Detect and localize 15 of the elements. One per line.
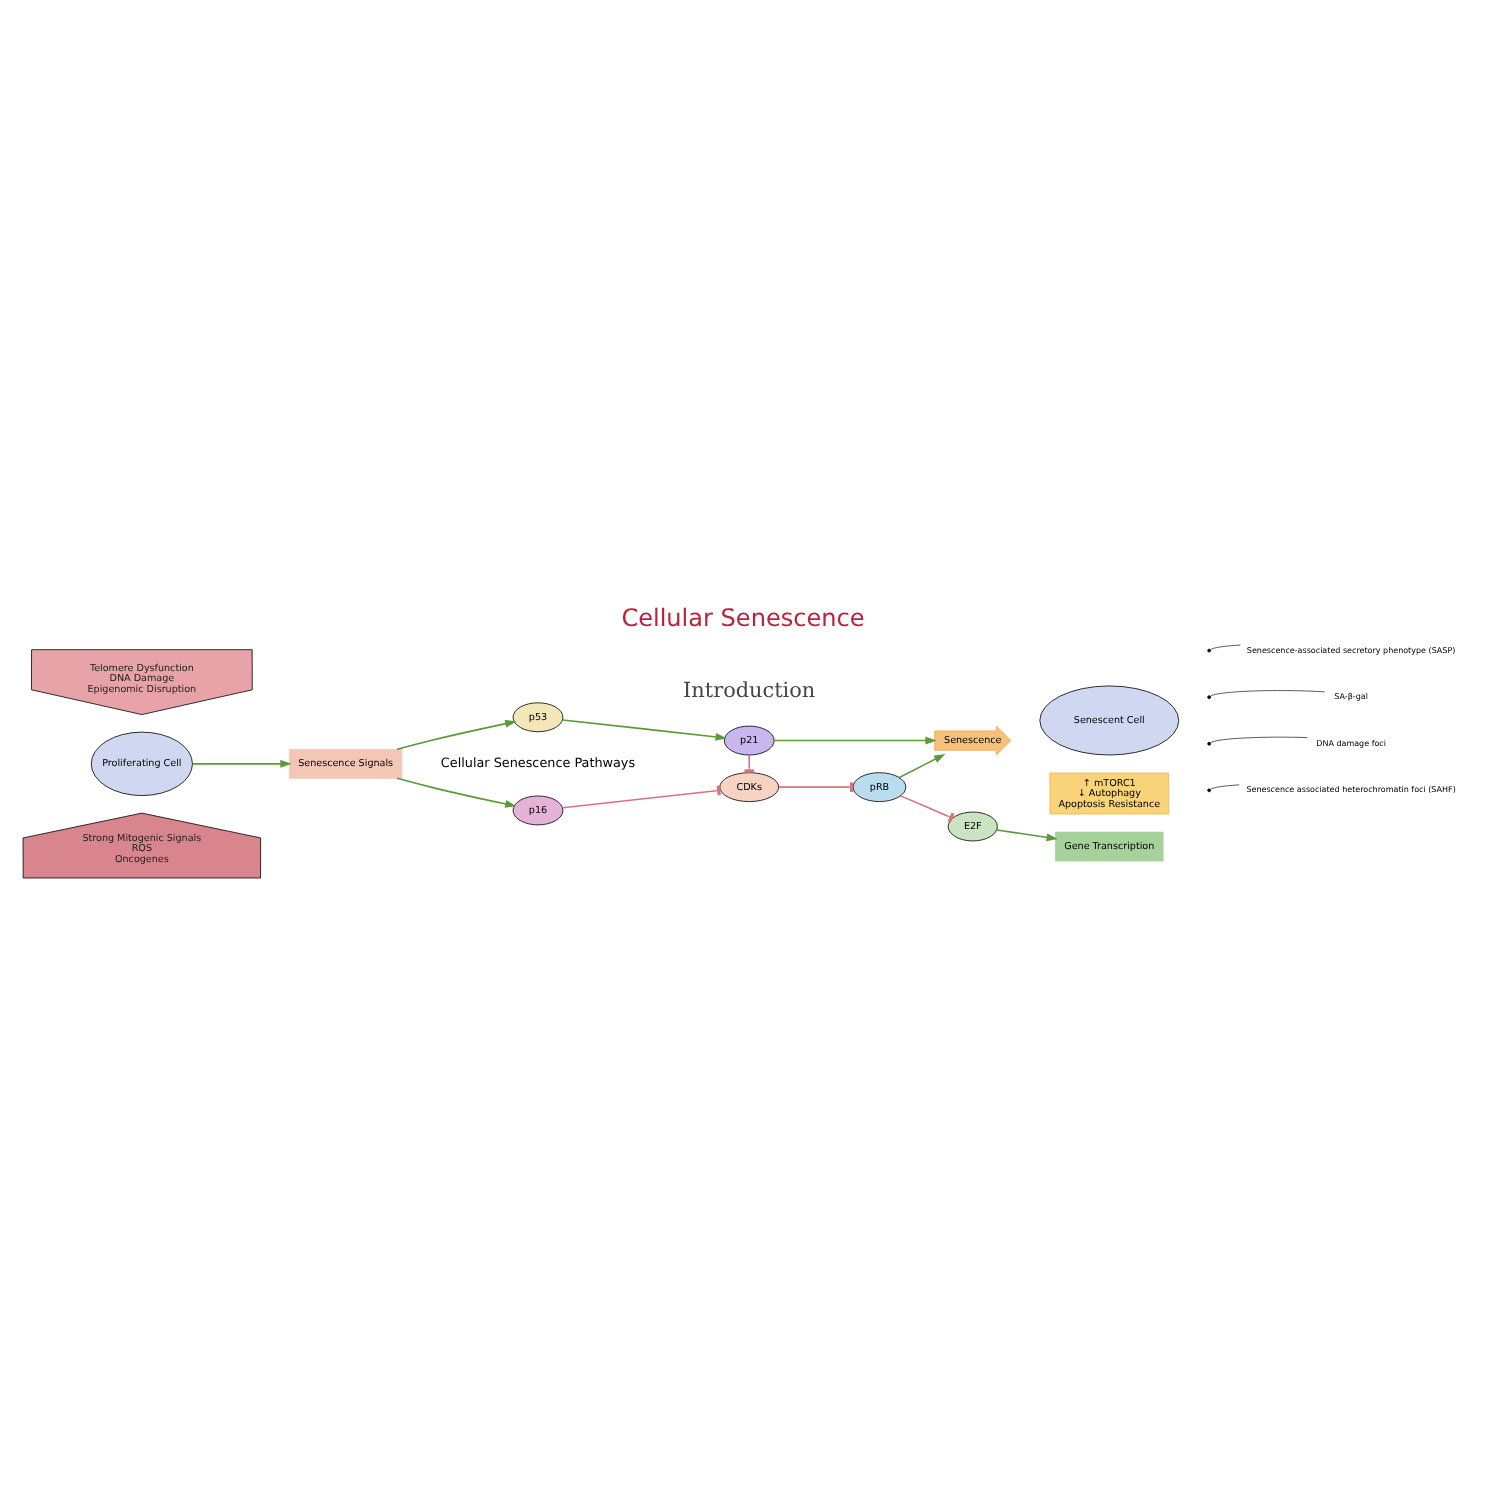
connector — [1209, 643, 1241, 650]
arrow — [898, 753, 946, 778]
diagram-title: Cellular Senescence — [621, 602, 865, 631]
arrow — [396, 718, 517, 750]
arrow — [773, 735, 937, 744]
caption: Introduction — [683, 677, 816, 702]
arrow — [192, 758, 292, 767]
connector — [744, 753, 755, 773]
connector — [1209, 735, 1308, 743]
arrow — [995, 828, 1058, 841]
connector — [899, 794, 955, 822]
arrow — [562, 718, 727, 740]
connector — [1209, 689, 1326, 696]
connector — [1209, 783, 1240, 789]
arrow — [396, 776, 517, 807]
